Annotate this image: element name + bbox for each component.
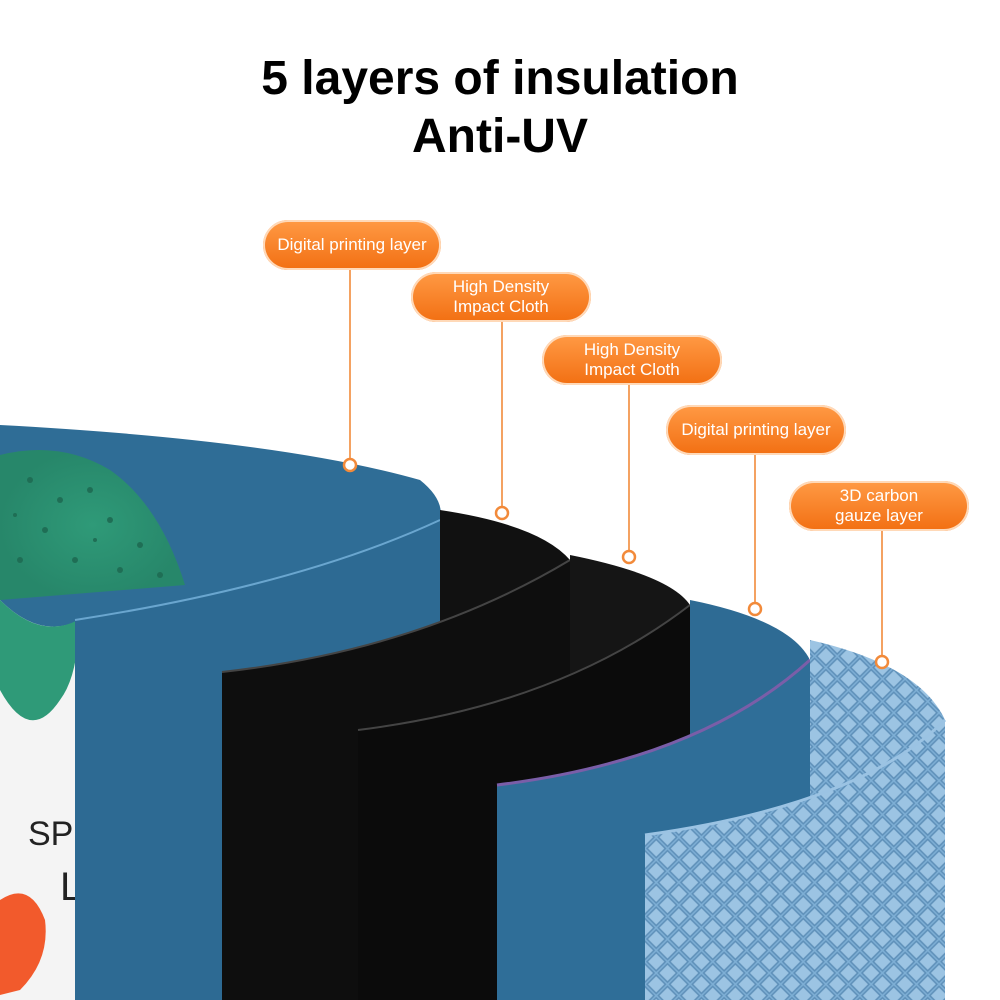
callout-label: Digital printing layer [681, 420, 831, 439]
callout-high-density-impact-cloth-1: High Density Impact Cloth [411, 272, 591, 322]
layer-carbon-gauze [644, 640, 947, 1000]
callout-label-line-1: High Density [583, 340, 681, 359]
print-red-shape [0, 893, 46, 995]
leader-dots [342, 457, 890, 670]
callout-3d-carbon-gauze-layer: 3D carbon gauze layer [789, 481, 969, 531]
leader-lines [349, 270, 883, 656]
title-line-2: Anti-UV [412, 110, 588, 163]
callout-label-line-2: Impact Cloth [453, 297, 549, 316]
callout-digital-printing-layer-1: Digital printing layer [263, 220, 441, 270]
callout-digital-printing-layer-2: Digital printing layer [666, 405, 846, 455]
callout-label-line-2: gauze layer [835, 506, 923, 525]
print-green-shape [0, 450, 185, 600]
print-dots [13, 477, 163, 578]
callout-high-density-impact-cloth-2: High Density Impact Cloth [542, 335, 722, 385]
title-line-1: 5 layers of insulation [261, 52, 739, 105]
callout-label-line-2: Impact Cloth [584, 360, 680, 379]
callout-label-line-1: High Density [452, 277, 550, 296]
callout-label-line-1: 3D carbon [839, 486, 919, 505]
callout-label: Digital printing layer [277, 235, 427, 254]
